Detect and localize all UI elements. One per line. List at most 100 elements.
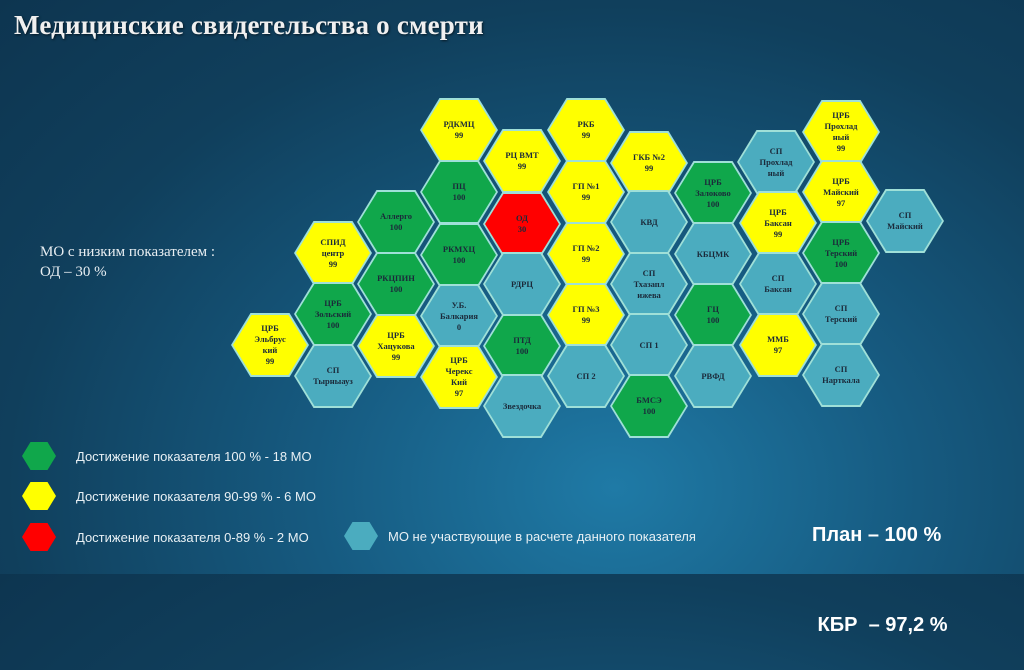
hexagon-label-line: Баксан (764, 284, 792, 294)
hexagon-label-line: Прохлад (824, 121, 858, 131)
hexagon-label-line: 99 (581, 192, 591, 202)
hexagon-label-line: РКЦПИН (377, 273, 415, 283)
red-hexagon-icon (22, 523, 56, 551)
hexagon-label-line: 99 (773, 228, 783, 239)
hexagon-label-line: центр (321, 247, 345, 258)
hexagon-label-line: ЦРБ (832, 175, 850, 186)
hexagon-rdrc: РДРЦ (483, 252, 561, 316)
hexagon-label-line: БМСЭ (636, 395, 662, 405)
hexagon-label-line: РВФД (701, 370, 725, 381)
hexagon-label-line: 99 (265, 356, 275, 366)
hexagon-label-line: СП (771, 273, 785, 283)
hexagon-label-line: ЦРБ (450, 355, 468, 365)
hexagon-label-line: ГП №3 (572, 304, 600, 314)
hexagon-label-line: 97 (454, 388, 464, 398)
summary-box: План – 100 % КБР – 97,2 % (812, 460, 948, 670)
teal-hexagon-icon (344, 522, 378, 550)
hexagon-label-line: СП (834, 303, 848, 313)
plan-value: План – 100 % (812, 524, 942, 546)
hexagon-label-line: кий (262, 345, 278, 355)
hexagon-label-line: Майский (823, 186, 859, 197)
hexagon-label-line: 100 (452, 192, 466, 202)
hexagon-label-line: 30 (517, 224, 527, 234)
hexagon-label-line: СП (898, 210, 912, 220)
hexagon-label-line: КБЦМК (696, 248, 730, 259)
hexagon-label-line: 0 (456, 321, 462, 332)
hexagon-label-line: 100 (326, 319, 340, 330)
hexagon-label-line: 99 (391, 351, 401, 362)
hexagon-label-line: 100 (389, 222, 403, 232)
low-indicator-note-line2: ОД – 30 % (40, 264, 107, 280)
hexagon-sp2: СП 2 (547, 344, 625, 408)
hexagon-label-line: ПТД (513, 335, 531, 345)
hexagon-label-line: 100 (452, 255, 466, 265)
hexagon-content: СП 2 (549, 346, 623, 406)
yellow-hexagon-icon (22, 482, 56, 510)
hexagon-label-line: КВД (640, 216, 658, 227)
hexagon-label-line: Балкария (440, 310, 478, 321)
hexagon-zvezd: Звездочка (483, 374, 561, 438)
hexagon-label-line: СП 2 (576, 370, 596, 381)
hexagon-label-line: Звездочка (502, 400, 542, 411)
hexagon-label-line: ный (832, 132, 850, 142)
hexagon-label-line: Аллерго (379, 211, 413, 221)
hexagon-label-line: 97 (836, 197, 846, 208)
low-indicator-note: МО с низким показателем : ОД – 30 % (40, 242, 215, 282)
hexagon-label-line: СП (834, 364, 848, 374)
legend-item-red: Достижение показателя 0-89 % - 2 МО (22, 523, 309, 551)
hexagon-label-line: 100 (389, 284, 403, 294)
hexagon-label-line: Хацукова (377, 340, 415, 351)
hexagon-label-line: 99 (644, 163, 654, 173)
hexagon-label-line: ижева (637, 289, 661, 300)
hexagon-label-line: ЦРБ (832, 110, 850, 120)
hexagon-content: РВФД (676, 346, 750, 406)
hexagon-kbcmk: КБЦМК (674, 222, 752, 286)
hexagon-label-line: 99 (328, 258, 338, 269)
hexagon-label-line: Тхазапл (633, 278, 665, 289)
hexagon-label-line: Залоково (695, 187, 731, 198)
hexagon-label-line: СП 1 (639, 339, 659, 350)
hexagon-label-line: РДКМЦ (443, 119, 475, 129)
hexagon-label-line: 99 (836, 143, 846, 153)
hexagon-label-line: 99 (454, 130, 464, 140)
hexagon-content: РДРЦ (485, 254, 559, 314)
